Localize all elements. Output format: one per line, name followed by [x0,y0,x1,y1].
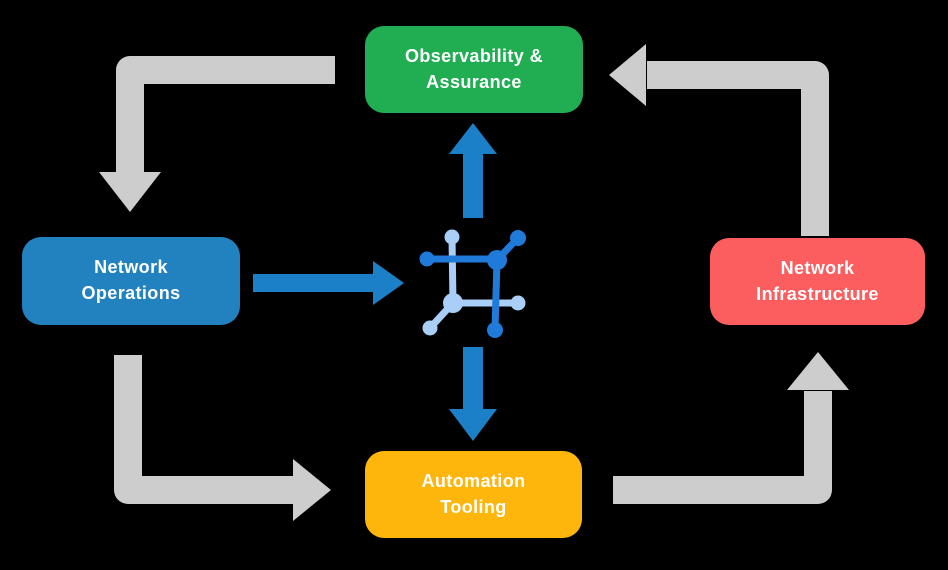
arrow-infrastructure-to-observability [609,44,829,236]
icon-light-bottomleft-node [422,320,438,336]
arrow-automation-to-infrastructure [613,352,849,504]
arrow-head-left-icon [609,44,646,106]
arrow-shaft [463,151,483,218]
icon-dark-left-node [419,251,435,267]
icon-dark-corner-node [487,250,507,270]
label-line-2: Infrastructure [756,283,879,304]
arrow-shaft [463,347,483,411]
network-automation-icon [419,229,526,338]
node-observability-label: Observability & Assurance [405,44,543,95]
label-line-1: Observability & [404,45,544,66]
arrow-shaft [114,355,294,504]
node-operations-label: Network Operations [81,255,180,306]
arrow-observability-to-operations [99,56,335,212]
arrow-head-right-icon [373,261,404,305]
label-line-2: Assurance [426,71,522,92]
icon-dark-topright-node [510,230,526,246]
label-line-2: Operations [81,283,181,303]
arrow-operations-to-automation [114,355,331,521]
arrow-operations-to-icon [253,261,404,305]
icon-light-corner-node [443,293,463,313]
node-observability-assurance: Observability & Assurance [365,26,583,113]
label-line-2: Tooling [440,496,507,517]
icon-light-right-node [510,295,526,311]
node-automation-tooling: Automation Tooling [365,451,582,538]
label-line-1: Network [780,257,855,278]
icon-dark-vertical-line [491,256,501,334]
node-network-infrastructure: Network Infrastructure [710,238,925,325]
arrow-shaft [253,274,373,292]
icon-dark-bottom-node [487,322,503,338]
arrow-shaft [647,61,829,236]
label-line-1: Automation [421,470,526,491]
node-infrastructure-label: Network Infrastructure [756,256,879,307]
arrow-shaft [116,56,335,173]
arrow-head-down-icon [99,172,161,212]
arrow-shaft [613,391,832,504]
icon-light-vertical-line [448,233,457,307]
arrow-head-right-icon [293,459,331,521]
icon-light-top-node [444,229,460,245]
arrow-head-up-icon [787,352,849,390]
node-automation-label: Automation Tooling [422,469,526,520]
arrow-head-up-icon [449,123,497,154]
arrow-head-down-icon [449,409,497,441]
label-line-1: Network [94,257,168,278]
arrow-icon-to-automation [449,347,497,441]
node-network-operations: Network Operations [22,237,240,325]
arrow-icon-to-observability [449,123,497,218]
